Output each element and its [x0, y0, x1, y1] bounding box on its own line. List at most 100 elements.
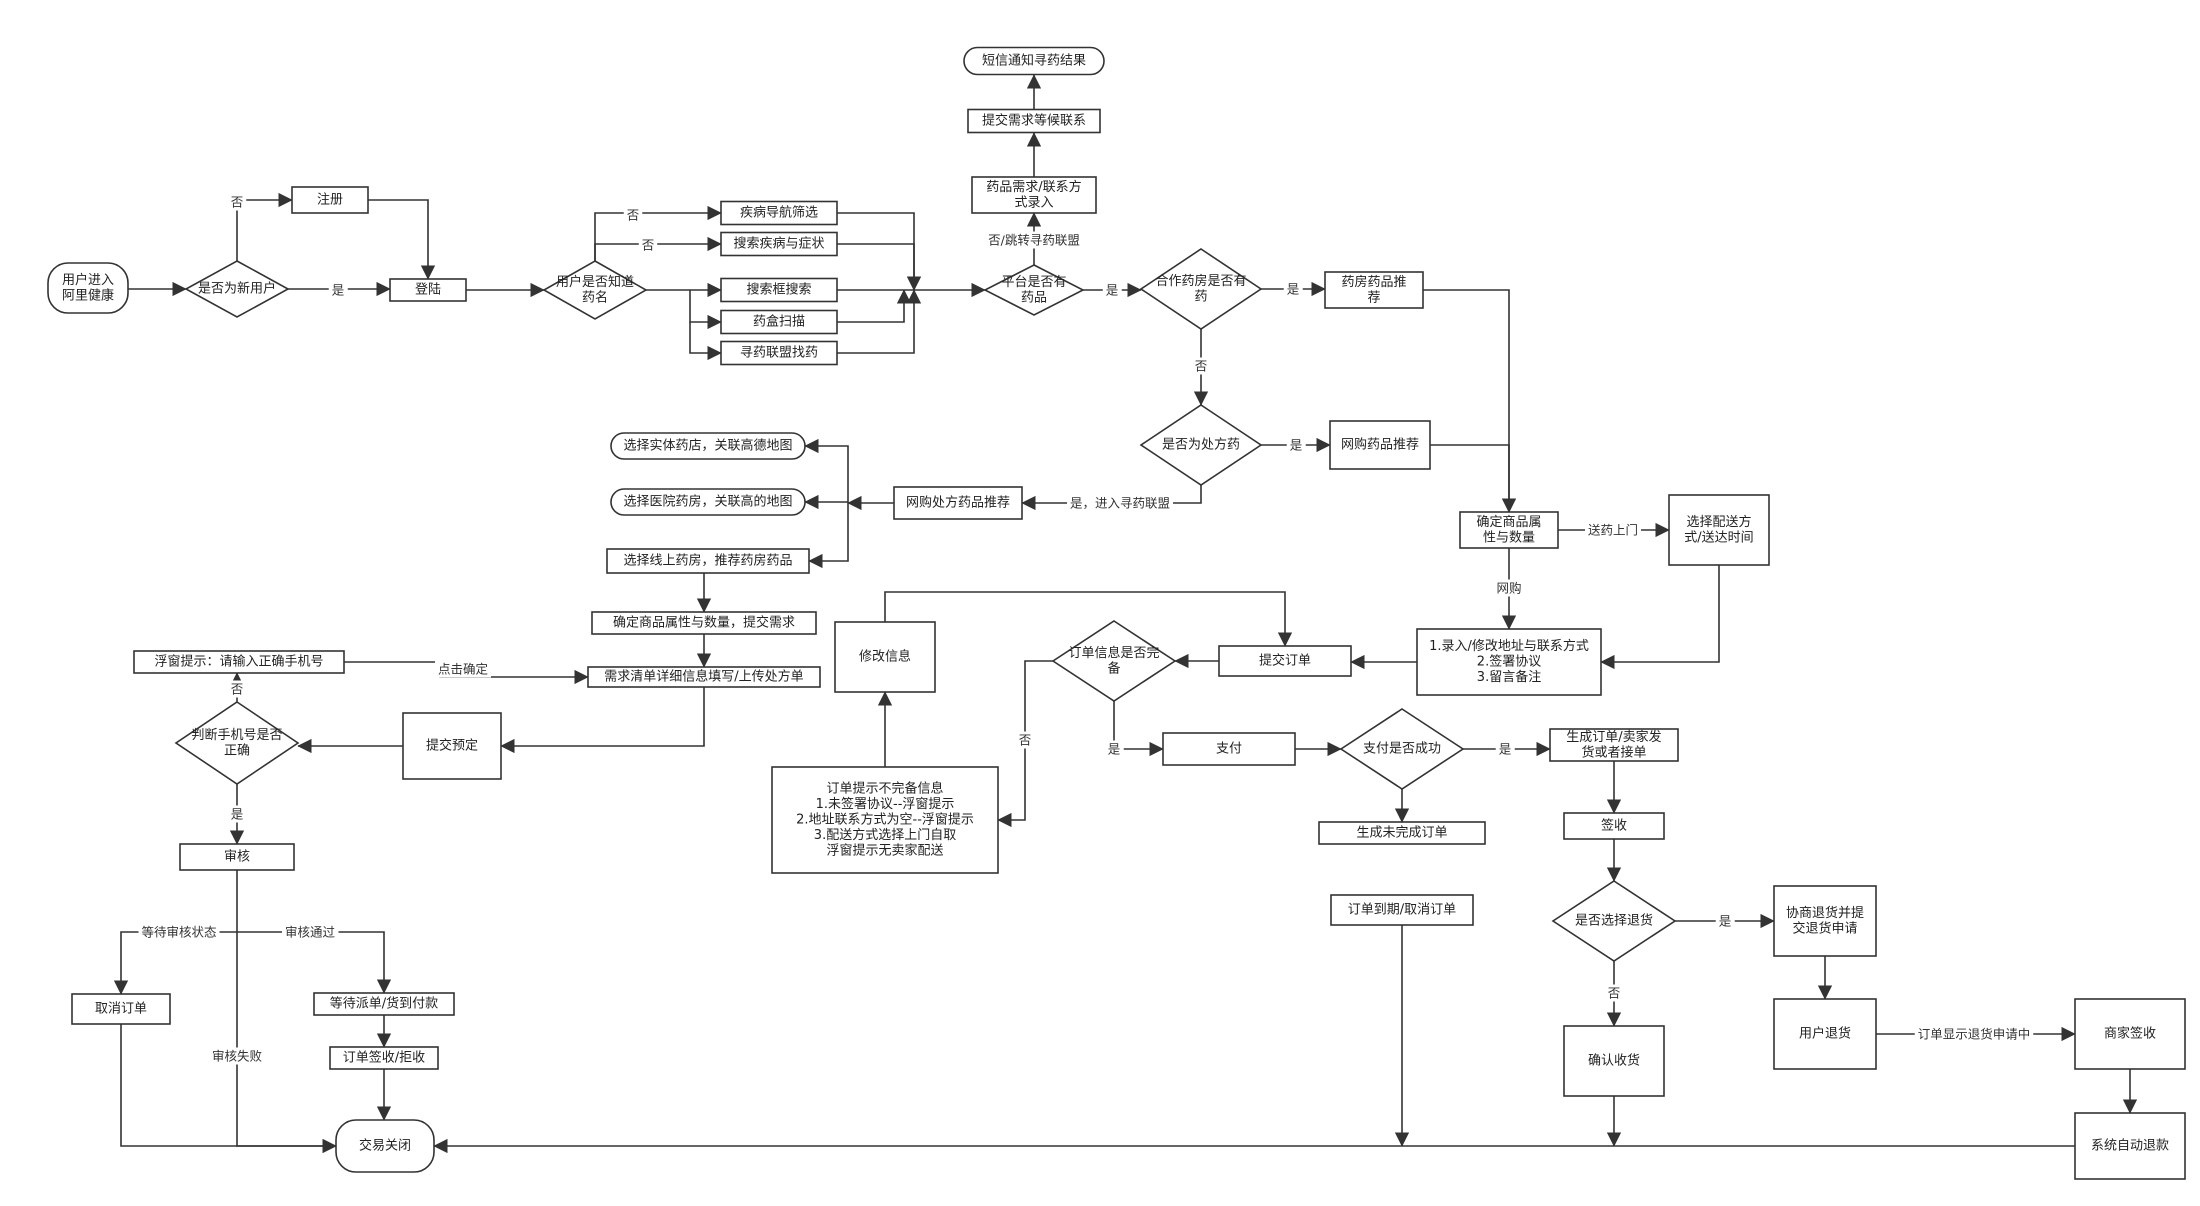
- node-shape-modify-info: [834, 621, 936, 693]
- node-shape-pay-success: [1339, 708, 1465, 790]
- node-text-auto-refund: 系统自动退款: [2091, 1139, 2169, 1154]
- node-need-list: 需求清单详细信息填写/上传处方单: [587, 666, 821, 688]
- node-shape-coop-pharmacy: [1139, 248, 1263, 330]
- edge-label-audit-fail: 审核失败: [208, 1047, 266, 1065]
- edge-label-background: [1191, 357, 1211, 375]
- node-shape-pharmacy-recommend: [1324, 271, 1424, 309]
- node-text-pay-success: 支付是否成功: [1363, 742, 1441, 757]
- edge-connector: [884, 591, 1293, 647]
- node-text-submit-wait: 提交需求等候联系: [982, 113, 1086, 129]
- node-text-search-symptom: 搜索疾病与症状: [733, 237, 824, 252]
- edge-label-text: 否: [1195, 359, 1208, 374]
- node-choose-online: 选择线上药房，推荐药房药品: [606, 548, 810, 574]
- node-shape-cancel-order-left: [71, 993, 171, 1025]
- node-text-create-order-ship: 生成订单/卖家发: [1566, 729, 1661, 745]
- node-text-sms-notify: 短信通知寻药结果: [982, 53, 1086, 69]
- edge-connector: [120, 1024, 337, 1154]
- node-shape-phone-correct: [174, 701, 300, 785]
- node-search-box: 搜索框搜索: [720, 277, 838, 303]
- edge-connector: [1423, 289, 1517, 513]
- node-text-incomplete-tips: 订单提示不完备信息: [826, 781, 943, 797]
- node-shape-need-list: [587, 666, 821, 688]
- node-text-phone-correct: 正确: [224, 743, 250, 758]
- node-text-pharmacy-recommend: 荐: [1367, 290, 1380, 305]
- node-online-rx-recommend: 网购处方药品推荐: [893, 486, 1023, 520]
- edge-label-background: [1283, 280, 1303, 298]
- node-text-platform-has: 药品: [1021, 290, 1047, 305]
- node-text-choose-delivery: 式/送达时间: [1684, 530, 1753, 545]
- node-text-start: 用户进入: [62, 272, 114, 288]
- edge-label-yes-pay-success: 是: [1495, 740, 1515, 758]
- node-shape-audit: [179, 843, 295, 871]
- node-text-platform-has: 平台是否有: [1001, 275, 1066, 290]
- node-shape-wait-delivery: [313, 992, 455, 1016]
- edge-label-no-register: 否: [227, 193, 247, 211]
- edge-label-text: 是: [1290, 438, 1303, 453]
- node-text-need-list: 需求清单详细信息填写/上传处方单: [604, 669, 803, 685]
- edge-label-background: [208, 1047, 266, 1065]
- edge-connector: [837, 243, 922, 291]
- node-create-unfinished: 生成未完成订单: [1318, 821, 1486, 845]
- edge-label-text: 否: [627, 208, 640, 223]
- edge-connector: [837, 289, 922, 354]
- node-text-user-return: 用户退货: [1799, 1026, 1851, 1042]
- edge-label-text: 是: [332, 283, 345, 298]
- node-text-incomplete-tips: 1.未签署协议--浮窗提示: [816, 796, 955, 812]
- node-shape-incomplete-tips: [771, 766, 999, 874]
- edge-connector: [594, 205, 722, 261]
- node-confirm-receipt: 确认收货: [1563, 1025, 1665, 1097]
- node-text-confirm-receipt: 确认收货: [1588, 1053, 1640, 1069]
- edge-label-wait-audit: 等待审核状态: [138, 923, 220, 941]
- edge-label-text: 是: [231, 807, 244, 822]
- node-text-trade-closed: 交易关闭: [359, 1138, 411, 1154]
- node-auto-refund: 系统自动退款: [2074, 1112, 2186, 1180]
- node-text-sign-receive: 签收: [1601, 818, 1627, 834]
- edge-label-yes-coop: 是: [1102, 281, 1122, 299]
- edge-label-text: 审核通过: [285, 925, 336, 940]
- node-shape-search-box: [720, 277, 838, 303]
- edge-label-background: [281, 923, 339, 941]
- node-text-coop-pharmacy: 药: [1194, 289, 1207, 304]
- node-text-confirm-attr-submit: 确定商品属性与数量，提交需求: [613, 615, 795, 631]
- node-shape-enter-address: [1416, 628, 1602, 696]
- edge-connector: [837, 289, 912, 323]
- edge-connector: [113, 931, 237, 995]
- node-text-submit-reserve: 提交预定: [426, 738, 478, 754]
- node-trade-closed: 交易关闭: [335, 1119, 435, 1173]
- node-text-incomplete-tips: 浮窗提示无卖家配送: [826, 843, 943, 859]
- edge-connector: [237, 931, 392, 994]
- node-text-enter-address: 1.录入/修改地址与联系方式: [1429, 638, 1589, 654]
- edge-label-background: [328, 281, 348, 299]
- edge-label-background: [227, 680, 247, 698]
- node-shape-box-scan: [720, 309, 838, 335]
- node-box-scan: 药盒扫描: [720, 309, 838, 335]
- node-shape-submit-order: [1218, 645, 1352, 677]
- node-search-symptom: 搜索疾病与症状: [720, 231, 838, 257]
- edge-label-background: [638, 236, 658, 254]
- edge-label-background: [227, 805, 247, 823]
- node-shape-platform-has: [983, 264, 1085, 316]
- edge-label-background: [1286, 436, 1306, 454]
- node-text-choose-store: 选择实体药店，关联高德地图: [623, 438, 792, 454]
- node-shape-online-rx-recommend: [893, 486, 1023, 520]
- edge-label-text: 点击确定: [438, 662, 488, 677]
- node-text-merchant-sign: 商家签收: [2104, 1026, 2156, 1042]
- node-text-submit-order: 提交订单: [1259, 653, 1311, 669]
- node-text-incomplete-tips: 2.地址联系方式为空--浮窗提示: [796, 812, 974, 828]
- node-modify-info: 修改信息: [834, 621, 936, 693]
- node-confirm-attr-qty: 确定商品属性与数量: [1459, 511, 1559, 549]
- node-text-online-rx-recommend: 网购处方药品推荐: [906, 495, 1010, 511]
- node-choose-hospital: 选择医院药房，关联高的地图: [610, 488, 806, 516]
- edge-connector: [500, 687, 705, 754]
- node-disease-nav: 疾病导航筛选: [720, 200, 838, 226]
- edges-layer: [113, 74, 2138, 1154]
- node-text-wait-delivery: 等待派单/货到付款: [330, 996, 438, 1012]
- node-choose-store: 选择实体药店，关联高德地图: [610, 432, 806, 460]
- nodes-layer: 用户进入阿里健康是否为新用户注册登陆用户是否知道药名疾病导航筛选搜索疾病与症状搜…: [47, 46, 2186, 1180]
